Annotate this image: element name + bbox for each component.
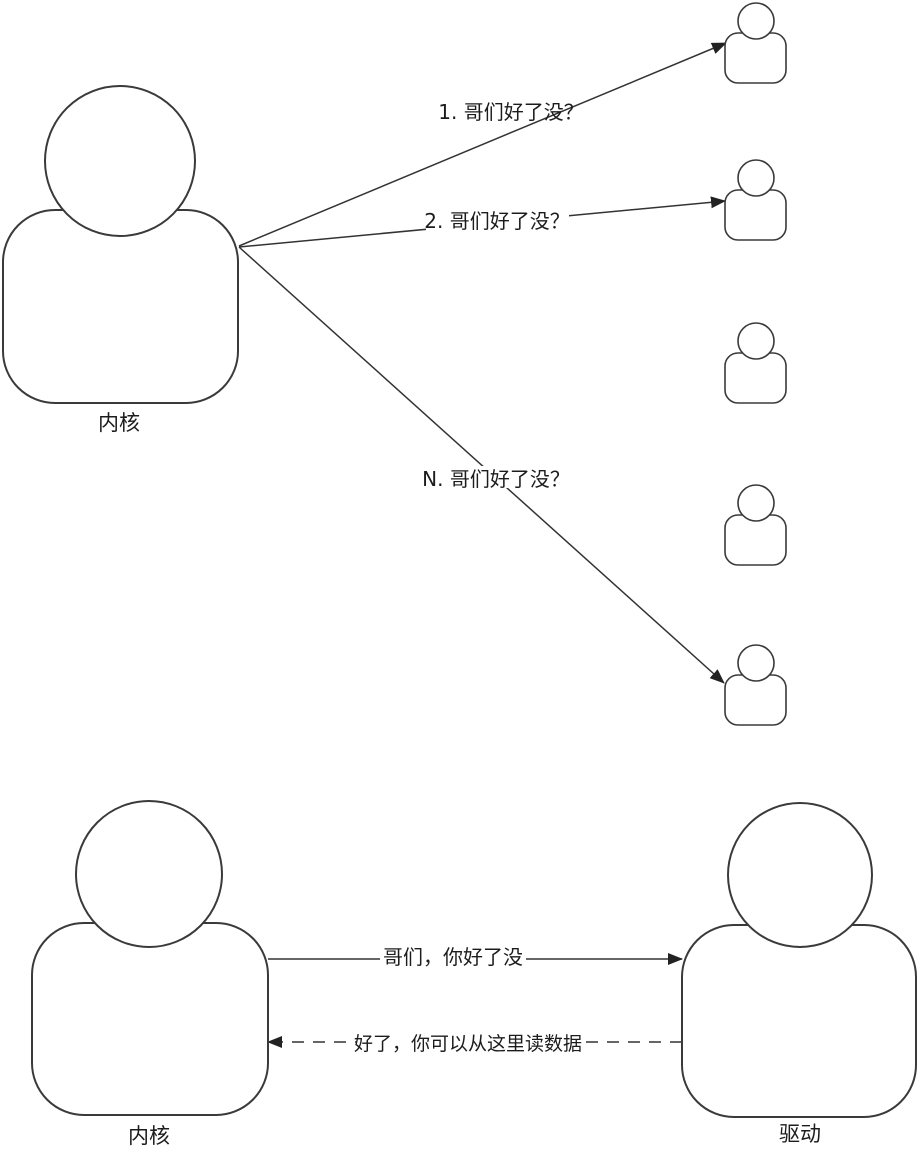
person-head	[44, 85, 196, 237]
driver-person-icon	[681, 802, 917, 1118]
label-background	[426, 211, 569, 232]
person-head	[737, 644, 775, 682]
person-body	[2, 209, 239, 404]
label-background	[423, 466, 570, 488]
person-head	[737, 484, 775, 522]
person-body	[724, 189, 787, 241]
device-person-icon-3	[724, 322, 787, 404]
person-body	[724, 352, 787, 404]
query-arrow-label-1: 1. 哥们好了没？	[438, 100, 583, 124]
person-head	[737, 322, 775, 360]
label-background	[357, 1031, 579, 1054]
label-background	[380, 946, 526, 971]
device-person-icon-4	[724, 484, 787, 566]
query-arrow-label-n: N. 哥们好了没？	[422, 467, 570, 491]
person-head	[737, 2, 775, 40]
driver-label: 驱动	[779, 1122, 821, 1146]
person-head	[737, 159, 775, 197]
person-body	[724, 32, 787, 84]
device-person-icon-2	[724, 159, 787, 241]
kernel-label-bottom: 内核	[128, 1124, 170, 1148]
person-body	[681, 924, 917, 1118]
kernel-person-icon	[2, 85, 239, 404]
query-arrow-n	[238, 246, 725, 684]
person-head	[727, 802, 873, 948]
person-body	[724, 514, 787, 566]
person-body	[724, 674, 787, 726]
device-person-icon-5	[724, 644, 787, 726]
query-arrow-1	[238, 42, 727, 247]
interrupt-section: 内核 驱动 哥们，你好了没 好了，你可以从这里读数据	[31, 800, 917, 1148]
device-person-icon-1	[724, 2, 787, 84]
polling-section: 内核 1. 哥们好了没？ 2. 哥们好了没？ N. 哥们好了没？	[2, 2, 787, 726]
response-arrow-label: 好了，你可以从这里读数据	[354, 1033, 582, 1055]
kernel-person-icon-bottom	[31, 800, 269, 1116]
request-arrow-label: 哥们，你好了没	[383, 945, 523, 969]
person-body	[31, 922, 269, 1116]
kernel-label-top: 内核	[98, 411, 140, 435]
query-arrow-label-2: 2. 哥们好了没？	[424, 209, 569, 233]
person-head	[75, 800, 223, 948]
